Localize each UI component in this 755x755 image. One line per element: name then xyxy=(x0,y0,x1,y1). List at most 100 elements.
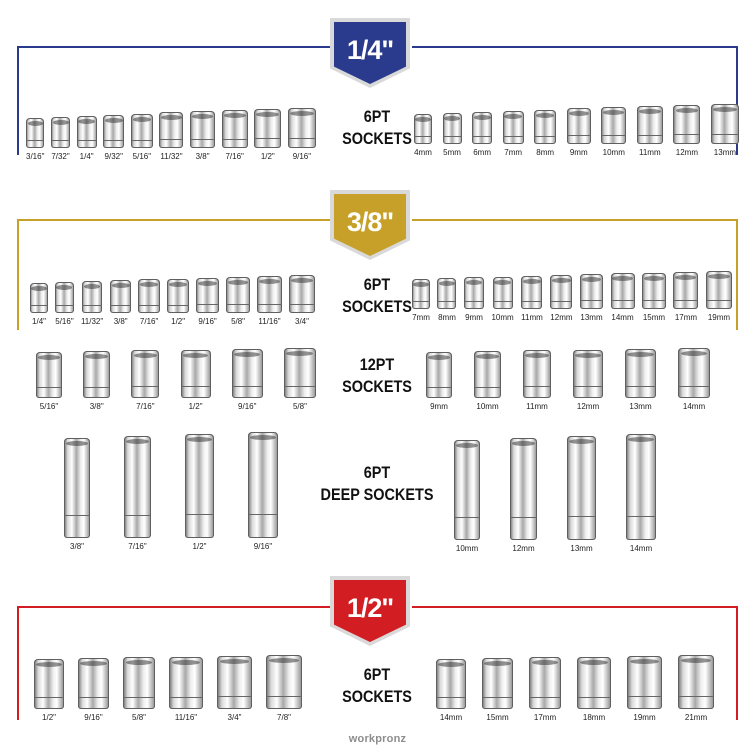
socket-size-label: 7/16" xyxy=(139,317,159,326)
socket: 1/2" xyxy=(34,659,64,722)
socket-size-label: 9mm xyxy=(430,402,448,411)
socket: 7/16" xyxy=(138,279,161,326)
socket-image xyxy=(472,112,493,144)
socket: 7/16" xyxy=(124,436,151,551)
socket-size-label: 8mm xyxy=(536,148,555,157)
socket: 9/16" xyxy=(78,658,109,722)
socket-image xyxy=(625,349,656,398)
socket-size-label: 9/32" xyxy=(104,152,123,161)
socket: 11/16" xyxy=(257,276,283,326)
socket-size-label: 10mm xyxy=(491,313,514,322)
socket-image xyxy=(83,351,111,398)
socket-image xyxy=(159,112,184,148)
socket-image xyxy=(636,106,663,144)
socket-size-label: 9mm xyxy=(465,313,483,322)
socket-image xyxy=(414,114,432,144)
socket-size-label: 3/8" xyxy=(113,317,128,326)
socket-image xyxy=(641,273,666,309)
socket-image xyxy=(167,279,190,313)
socket-size-label: 11/32" xyxy=(160,152,183,161)
socket-image xyxy=(254,109,282,148)
socket-image xyxy=(221,110,248,148)
group-title: 6PT SOCKETS xyxy=(342,665,412,706)
socket: 8mm xyxy=(437,278,457,322)
socket-image xyxy=(34,659,64,709)
socket-size-label: 5/16" xyxy=(132,152,152,161)
socket-size-label: 17mm xyxy=(674,313,698,322)
socket-size-label: 18mm xyxy=(582,713,606,722)
socket-size-label: 1/2" xyxy=(192,542,207,551)
socket-size-label: 13mm xyxy=(570,544,593,553)
socket-image xyxy=(521,276,543,309)
socket-image xyxy=(474,351,501,398)
socket-image xyxy=(64,438,90,538)
socket-image xyxy=(573,350,603,398)
socket-size-label: 5/16" xyxy=(39,402,59,411)
socket: 7/8" xyxy=(266,655,302,722)
socket: 3/8" xyxy=(83,351,111,411)
socket: 1/2" xyxy=(185,434,214,551)
socket: 3/8" xyxy=(190,111,216,161)
socket-size-label: 5mm xyxy=(443,148,461,157)
socket-image xyxy=(523,350,551,398)
socket-size-label: 9/16" xyxy=(198,317,217,326)
socket-image xyxy=(257,276,283,313)
socket-image xyxy=(248,432,278,538)
socket-size-label: 12mm xyxy=(675,148,698,157)
socket: 5/8" xyxy=(226,277,251,326)
socket: 5/8" xyxy=(283,348,316,411)
group-title: 6PT SOCKETS xyxy=(342,107,412,148)
socket-image xyxy=(436,659,466,709)
socket-size-label: 1/4" xyxy=(32,317,46,326)
socket: 5/16" xyxy=(36,352,62,411)
socket-size-label: 14mm xyxy=(629,544,653,553)
socket-size-label: 11/32" xyxy=(80,317,104,326)
socket-image xyxy=(673,105,701,144)
socket: 11mm xyxy=(521,276,543,322)
socket-image xyxy=(566,108,591,144)
socket-size-label: 7/32" xyxy=(51,152,70,161)
socket: 9mm xyxy=(566,108,591,157)
socket-image xyxy=(123,657,155,709)
group-title: 12PT SOCKETS xyxy=(342,355,412,396)
socket: 12mm xyxy=(673,105,701,157)
socket-size-label: 9/16" xyxy=(253,542,273,551)
socket: 3/8" xyxy=(110,280,132,326)
socket-size-label: 7mm xyxy=(412,313,430,322)
socket-row: 5/16"3/8"7/16"1/2"9/16"5/8" xyxy=(36,348,316,411)
socket-image xyxy=(103,115,125,148)
socket: 14mm xyxy=(678,348,710,411)
socket: 3/4" xyxy=(217,656,252,722)
socket-row: 3/8" 7/16" 1/2" 9/16" xyxy=(64,432,278,551)
socket-size-label: 15mm xyxy=(486,713,509,722)
socket: 11mm xyxy=(636,106,663,157)
socket: 11/32" xyxy=(81,281,103,326)
badge-text: 1/4" xyxy=(346,34,394,65)
socket-size-label: 21mm xyxy=(684,713,708,722)
socket: 1/2" xyxy=(254,109,282,161)
socket: 11mm xyxy=(523,350,551,411)
socket-image xyxy=(510,438,537,540)
socket-row: 1/2"9/16"5/8"11/16"3/4"7/8" xyxy=(34,655,302,722)
socket: 8mm xyxy=(534,110,557,157)
socket-image xyxy=(437,278,457,309)
socket-image xyxy=(51,117,71,148)
socket-image xyxy=(169,657,203,709)
socket: 9mm xyxy=(426,352,452,411)
socket-size-label: 13mm xyxy=(580,313,603,322)
socket: 3/8" xyxy=(64,438,90,551)
socket-image xyxy=(82,281,103,313)
socket: 9/16" xyxy=(248,432,278,551)
socket: 13mm xyxy=(567,436,596,553)
socket-image xyxy=(226,277,251,313)
socket-size-label: 13mm xyxy=(629,402,652,411)
socket-size-label: 8mm xyxy=(438,313,456,322)
socket-size-label: 3/8" xyxy=(70,542,84,551)
socket-size-label: 1/2" xyxy=(260,152,275,161)
socket-image xyxy=(130,114,153,148)
socket-image xyxy=(426,352,452,398)
